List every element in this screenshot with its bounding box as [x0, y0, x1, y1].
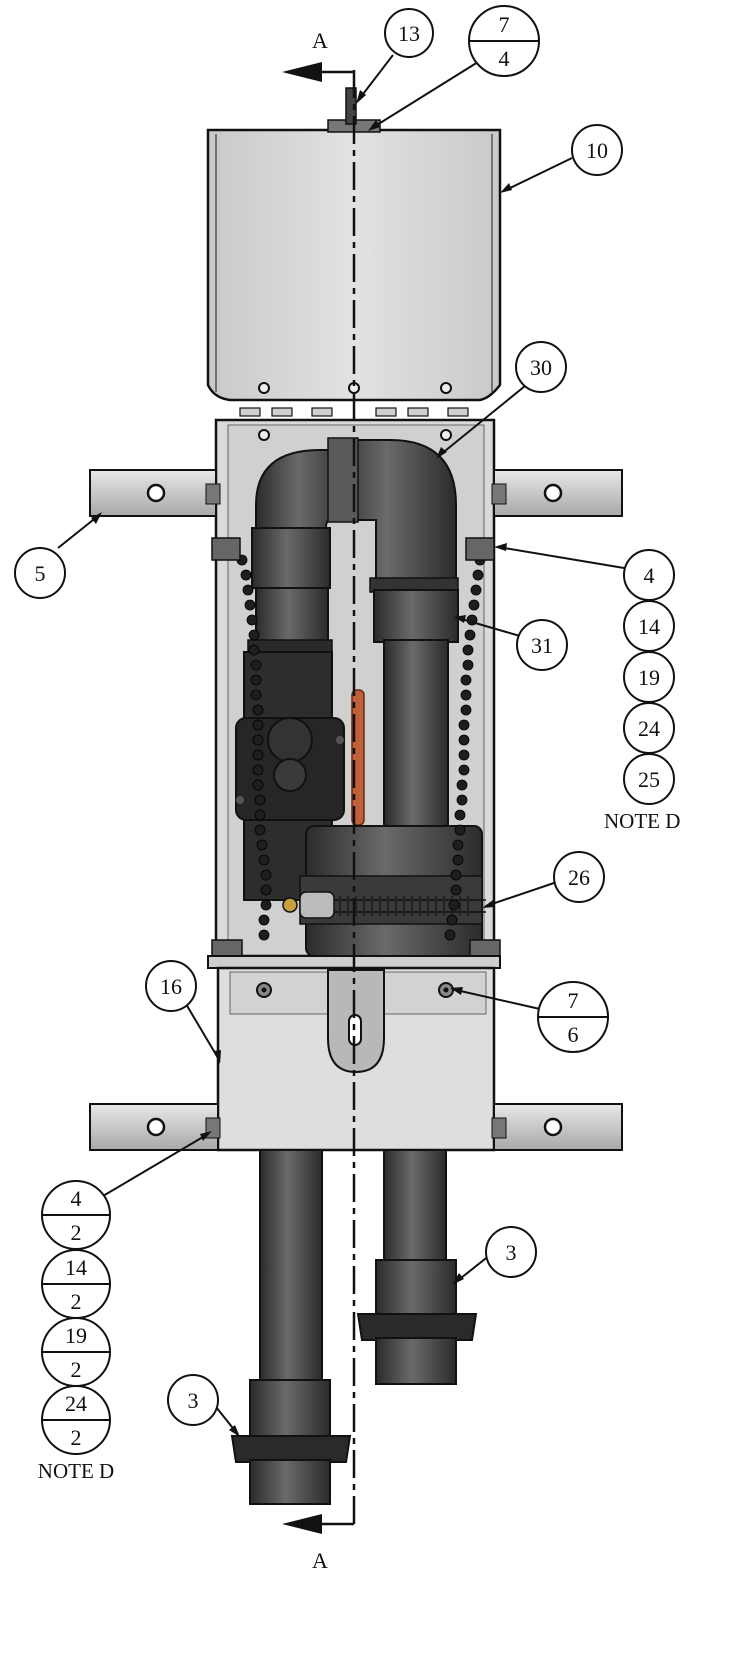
svg-text:7: 7 — [568, 988, 579, 1013]
bottom-cylinder — [282, 825, 486, 957]
section-label-top: A — [312, 28, 328, 53]
right-pipe — [369, 577, 459, 831]
stack-right-item: 14 — [638, 614, 660, 639]
svg-text:4: 4 — [499, 46, 510, 71]
stack-left-bottom: 2 — [71, 1289, 82, 1314]
section-label-bottom: A — [312, 1548, 328, 1573]
svg-text:3: 3 — [188, 1388, 199, 1413]
upper-brackets — [89, 469, 623, 517]
stack-right-item: 25 — [638, 767, 660, 792]
stack-left-top: 4 — [71, 1186, 82, 1211]
balloon-30: 30 — [515, 341, 567, 393]
stack-right-item: 24 — [638, 716, 660, 741]
svg-text:31: 31 — [531, 633, 553, 658]
balloon-stack-left: 4 2 14 2 19 2 24 2 NOTE D — [38, 1180, 114, 1483]
stack-left-note: NOTE D — [38, 1459, 114, 1483]
balloon-5: 5 — [14, 547, 66, 599]
stack-right-item: 4 — [644, 563, 655, 588]
balloon-3-left: 3 — [167, 1374, 219, 1426]
svg-text:13: 13 — [398, 21, 420, 46]
svg-text:26: 26 — [568, 865, 590, 890]
stack-left-bottom: 2 — [71, 1220, 82, 1245]
stack-left-top: 24 — [65, 1391, 87, 1416]
balloon-10: 10 — [571, 124, 623, 176]
stack-left-bottom: 2 — [71, 1425, 82, 1450]
bead-chains — [236, 554, 486, 941]
balloon-7-6: 7 6 — [537, 981, 609, 1053]
svg-text:30: 30 — [530, 355, 552, 380]
svg-text:6: 6 — [568, 1022, 579, 1047]
stack-left-bottom: 2 — [71, 1357, 82, 1382]
stack-left-top: 14 — [65, 1255, 87, 1280]
leader-arrowheads — [91, 90, 512, 1437]
svg-text:16: 16 — [160, 974, 182, 999]
svg-text:7: 7 — [499, 12, 510, 37]
balloon-16: 16 — [145, 960, 197, 1012]
stack-right-note: NOTE D — [604, 809, 680, 833]
stack-left-top: 19 — [65, 1323, 87, 1348]
svg-text:5: 5 — [35, 561, 46, 586]
balloon-31: 31 — [516, 619, 568, 671]
balloon-stack-right: 4 14 19 24 25 NOTE D — [604, 549, 680, 833]
section-line — [282, 62, 356, 1534]
balloon-3-right: 3 — [485, 1226, 537, 1278]
svg-text:10: 10 — [586, 138, 608, 163]
balloon-7-4: 7 4 — [468, 5, 540, 77]
stack-right-item: 19 — [638, 665, 660, 690]
elbow-pipe — [247, 437, 457, 653]
lower-pipes — [230, 1149, 478, 1505]
lower-brackets — [89, 1103, 623, 1151]
svg-text:3: 3 — [506, 1240, 517, 1265]
copper-tube — [351, 689, 365, 826]
balloon-26: 26 — [553, 851, 605, 903]
balloon-13: 13 — [384, 8, 434, 58]
